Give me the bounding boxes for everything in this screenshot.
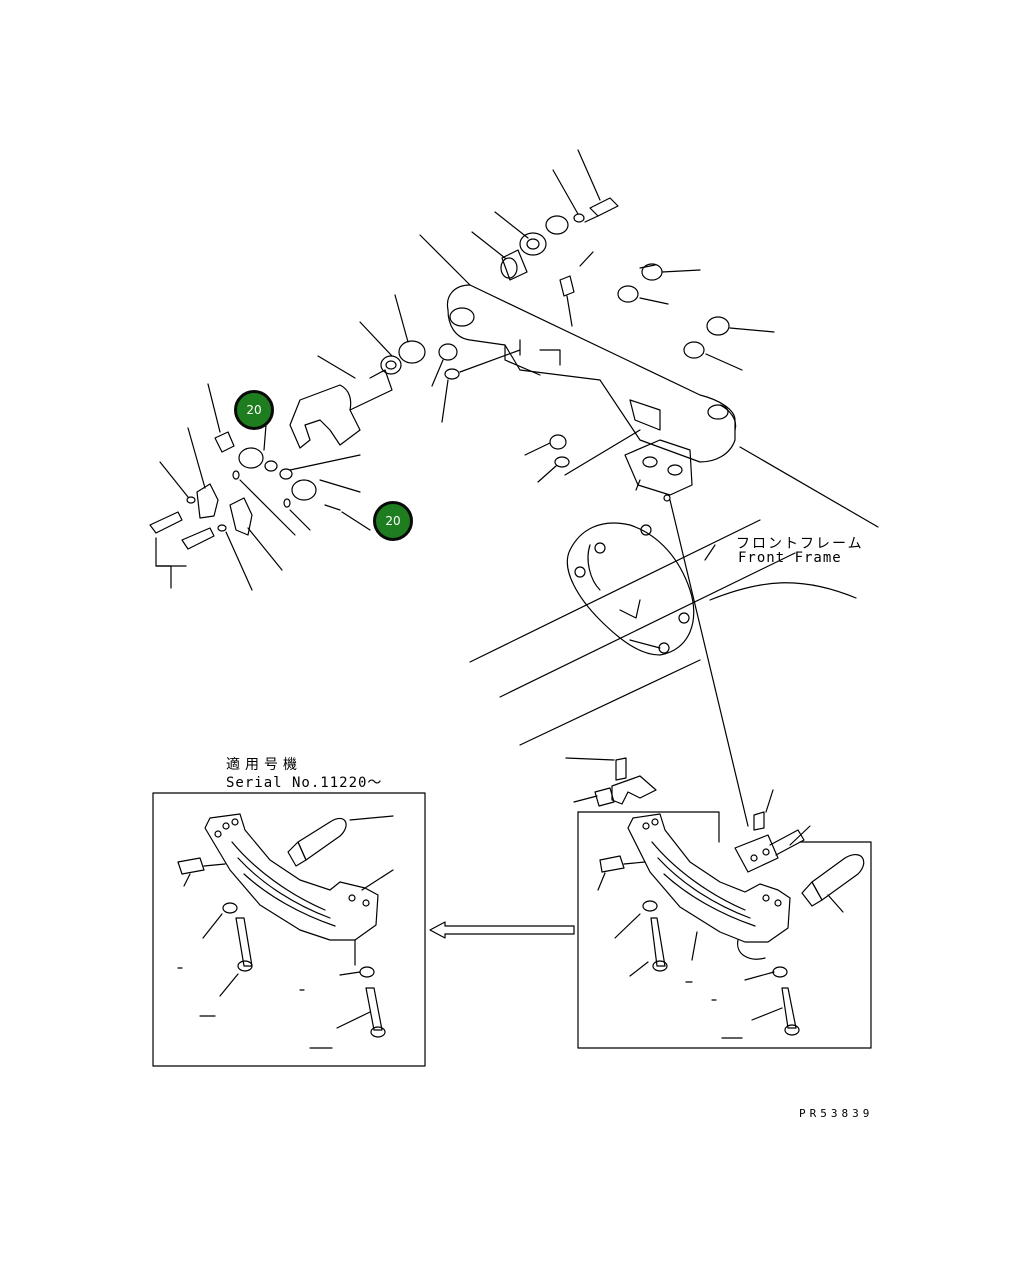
pin-assembly [359, 294, 521, 423]
front-frame-label-en: Front Frame [738, 550, 842, 566]
top-bolt-stack [471, 149, 619, 281]
nut-washer-mid [524, 429, 641, 483]
bolts-left [149, 511, 215, 589]
clevis-bracket [624, 439, 693, 502]
grease-fitting-top [559, 251, 594, 327]
serial-label-en: Serial No.11220～ [226, 775, 383, 791]
detail-box-right [577, 789, 872, 1049]
direction-arrow [429, 921, 575, 939]
upper-small-parts [565, 757, 657, 807]
front-frame [469, 446, 879, 746]
part-callout-badge[interactable]: 20 [234, 390, 274, 430]
yoke-shaft [289, 355, 393, 449]
part-callout-badge[interactable]: 20 [373, 501, 413, 541]
cap-halves [159, 427, 283, 591]
leader-line [669, 499, 749, 827]
front-frame-label-jp: フロントフレーム [736, 536, 864, 552]
small-parts-left [207, 383, 371, 536]
serial-label-jp: 適用号機 [226, 757, 302, 773]
drawing-code: PR53839 [799, 1107, 874, 1120]
right-bushings [617, 263, 775, 371]
detail-box-left [152, 792, 426, 1067]
lever-arm [419, 234, 737, 463]
